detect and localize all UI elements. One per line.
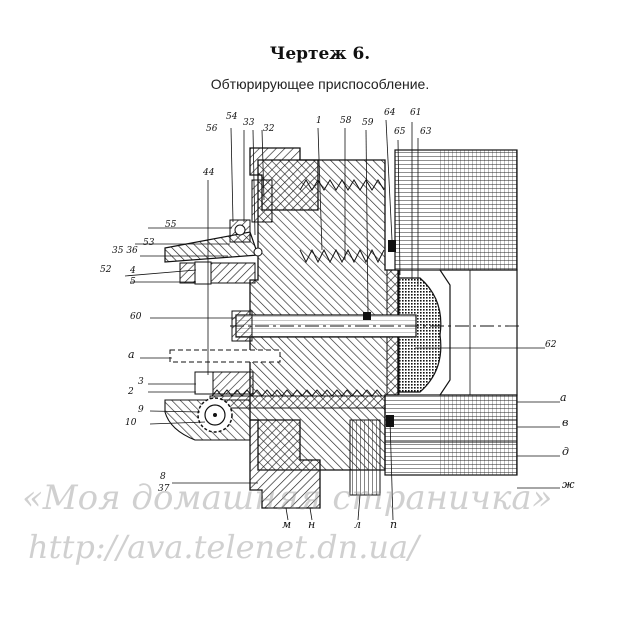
- label-a-right: а: [560, 391, 567, 404]
- label-v: в: [562, 416, 569, 429]
- handle-arm: [164, 219, 263, 263]
- label-33: 33: [243, 118, 255, 128]
- screw-59: [363, 312, 371, 320]
- label-65: 65: [394, 127, 406, 137]
- barrel-upper: [394, 149, 518, 271]
- lower-frame: [249, 419, 381, 509]
- label-2: 2: [128, 387, 134, 397]
- drawing-title: Чертеж 6.: [269, 44, 371, 64]
- label-n: н: [308, 518, 316, 531]
- barrel-lower: [384, 394, 518, 476]
- nut-2-3: [194, 371, 254, 395]
- label-5: 5: [130, 277, 136, 287]
- gear: [164, 397, 251, 441]
- rack: [209, 389, 386, 409]
- label-a-left: а: [128, 348, 135, 361]
- label-53: 53: [143, 238, 155, 248]
- pin-a: [169, 349, 281, 363]
- label-m: м: [282, 518, 292, 531]
- label-64: 64: [384, 108, 396, 118]
- label-60: 60: [130, 312, 142, 322]
- label-44: 44: [203, 168, 215, 178]
- label-62: 62: [545, 340, 557, 350]
- label-56: 56: [206, 124, 218, 134]
- label-35-36: 35 36: [112, 246, 138, 256]
- top-lid: [249, 147, 319, 223]
- leader-lines: [124, 119, 560, 521]
- label-52: 52: [100, 265, 112, 275]
- label-61: 61: [410, 108, 422, 118]
- label-10: 10: [125, 418, 137, 428]
- label-9: 9: [138, 405, 144, 415]
- watermark-url: http://ava.telenet.dn.ua/: [28, 528, 419, 566]
- spindle: [230, 310, 520, 342]
- label-zh: ж: [562, 478, 575, 491]
- label-8: 8: [160, 472, 166, 482]
- label-55: 55: [165, 220, 177, 230]
- label-59: 59: [362, 118, 374, 128]
- chamber: [438, 269, 518, 396]
- label-63: 63: [420, 127, 432, 137]
- label-1: 1: [316, 116, 322, 126]
- drawing-subtitle: Обтюрирующее приспособление.: [210, 76, 430, 92]
- bolt-4-5: [179, 261, 256, 285]
- watermark-title: «Моя домашняя страничка»: [22, 478, 553, 518]
- label-p: п: [390, 518, 398, 531]
- label-4: 4: [130, 266, 136, 276]
- label-32: 32: [263, 124, 275, 134]
- label-3: 3: [138, 377, 144, 387]
- label-37: 37: [158, 484, 170, 494]
- label-58: 58: [340, 116, 352, 126]
- seal-upper: [388, 240, 396, 252]
- label-54: 54: [226, 112, 238, 122]
- label-d: д: [562, 445, 569, 458]
- label-l: л: [354, 518, 362, 531]
